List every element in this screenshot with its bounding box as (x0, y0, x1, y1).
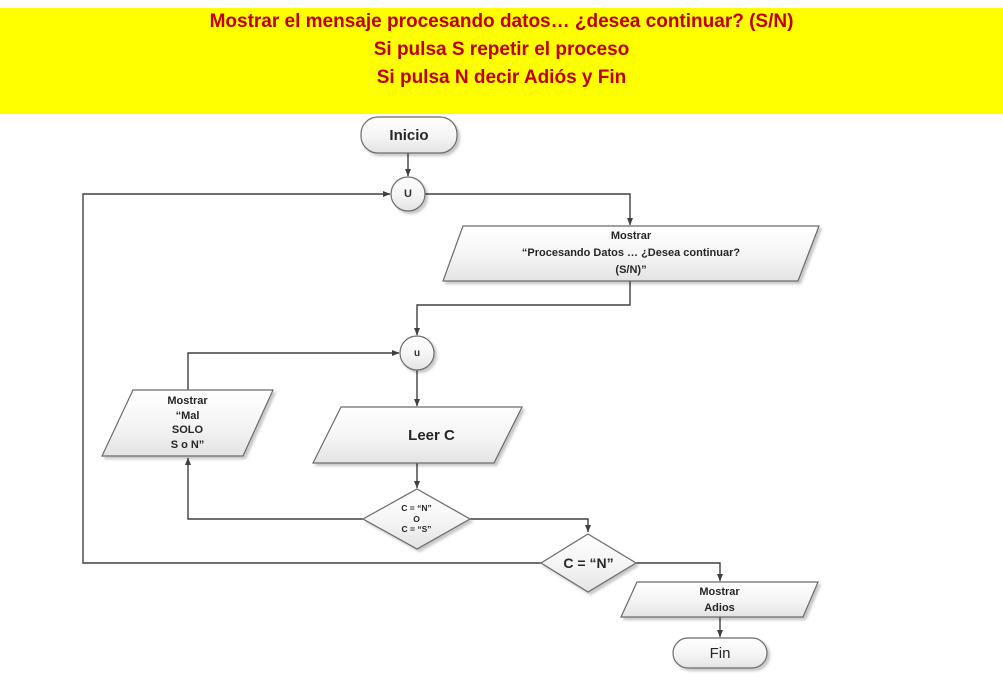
connector-display-message-to-u2 (414, 281, 631, 336)
io-display-error (101, 389, 274, 457)
terminator-end (672, 637, 768, 669)
banner-line-2: Si pulsa S repetir el proceso (373, 39, 630, 60)
connector-node-mid (399, 335, 435, 371)
connector-decision1-to-error (185, 457, 363, 520)
terminator-start (360, 116, 458, 154)
decision-exit (539, 533, 638, 593)
connector-decision2-to-goodbye (636, 562, 723, 582)
connector-decision2-loop-to-u (82, 191, 541, 564)
connector-u-to-display-message (425, 193, 633, 226)
instruction-banner: Mostrar el mensaje procesando datos… ¿de… (0, 8, 1003, 114)
decision-valid-input (361, 488, 472, 550)
connector-node-top (390, 176, 426, 212)
connector-decision1-to-decision2 (470, 518, 591, 533)
banner-line-3: Si pulsa N decir Adiós y Fin (376, 67, 627, 88)
io-display-message (442, 225, 820, 282)
connector-error-to-u2 (187, 350, 400, 390)
banner-line-1: Mostrar el mensaje procesando datos… ¿de… (209, 11, 794, 32)
io-read-input (312, 406, 523, 464)
io-display-goodbye (620, 581, 819, 618)
